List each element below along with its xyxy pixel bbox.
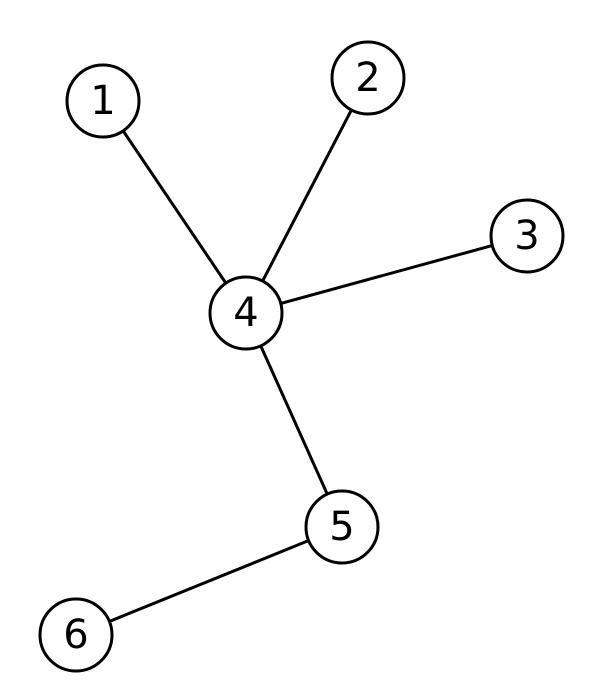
- node-circle: [304, 489, 380, 565]
- graph-nodes: 1 2 3 4 5 6: [38, 40, 565, 673]
- node-label: 6: [63, 612, 88, 658]
- edge-5-6: [74, 525, 344, 637]
- graph-edges: [74, 76, 529, 637]
- node-label: 4: [233, 290, 258, 336]
- node-4: 4: [208, 275, 284, 351]
- node-5: 5: [304, 489, 380, 565]
- edge-1-4: [101, 99, 248, 315]
- node-circle: [330, 40, 406, 116]
- node-6: 6: [38, 597, 114, 673]
- edge-2-4: [244, 76, 370, 315]
- node-circle: [65, 63, 141, 139]
- node-label: 1: [90, 78, 115, 124]
- edge-3-4: [244, 234, 529, 315]
- node-label: 2: [355, 55, 380, 101]
- edge-4-5: [244, 311, 344, 529]
- node-3: 3: [489, 198, 565, 274]
- node-label: 5: [329, 504, 354, 550]
- node-1: 1: [65, 63, 141, 139]
- node-circle: [489, 198, 565, 274]
- node-2: 2: [330, 40, 406, 116]
- node-circle: [38, 597, 114, 673]
- node-circle: [208, 275, 284, 351]
- node-label: 3: [514, 213, 539, 259]
